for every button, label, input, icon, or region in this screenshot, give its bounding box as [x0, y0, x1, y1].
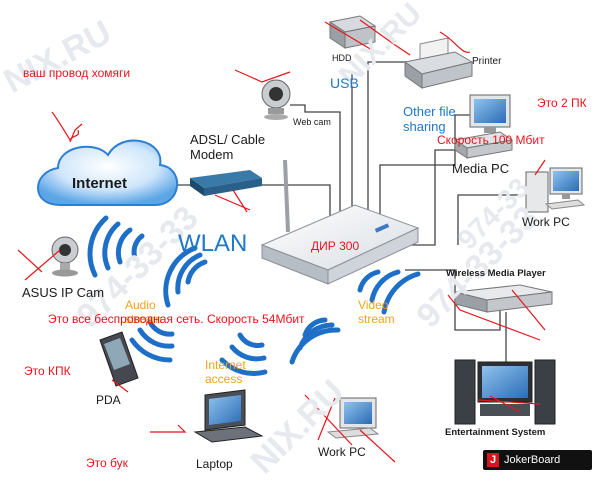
audio-stream-label: Audio stream — [125, 298, 162, 326]
ip-cam-label: ASUS IP Cam — [22, 285, 105, 300]
annotation-two-pcs: Это 2 ПК — [537, 96, 587, 110]
internet-label: Internet — [72, 175, 128, 192]
work-pc-bottom-device — [326, 397, 380, 439]
jokerboard-badge: J JokerBoard — [483, 450, 592, 470]
pda-device — [99, 331, 139, 387]
work-pc-right-device — [525, 167, 586, 213]
video-stream-label: Video stream — [358, 298, 395, 326]
jokerboard-logo-icon: J — [487, 453, 499, 467]
usb-label: USB — [330, 75, 359, 91]
annotation-wires: ваш провод хомяги — [23, 66, 131, 80]
annotation-pda: Это КПК — [24, 364, 71, 378]
hdd-device — [328, 15, 377, 49]
internet-cloud — [37, 139, 178, 206]
pda-label: PDA — [96, 393, 121, 407]
media-pc-device — [453, 94, 514, 159]
entertainment-label: Entertainment System — [445, 427, 546, 438]
annotation-speed-100: Скорость 100 Мбит — [437, 133, 545, 147]
wlan-label: WLAN — [178, 230, 248, 257]
jokerboard-text: JokerBoard — [504, 454, 561, 466]
ip-cam-device — [51, 236, 79, 277]
wireless-router — [260, 159, 420, 285]
webcam-label: Web cam — [293, 117, 331, 127]
entertainment-system-device — [454, 359, 556, 425]
printer-device — [403, 37, 474, 89]
hdd-label: HDD — [332, 53, 352, 63]
internet-access-label: Internet access — [205, 358, 246, 386]
wifi-waves — [87, 215, 421, 376]
modem-label: ADSL/ Cable Modem — [190, 132, 266, 162]
laptop-device — [193, 389, 264, 443]
work-pc-right-label: Work PC — [522, 215, 570, 229]
laptop-label: Laptop — [196, 457, 233, 471]
file-sharing-label: Other file sharing — [403, 104, 456, 134]
annotation-router: ДИР 300 — [311, 239, 360, 253]
red-annotation-marks — [17, 19, 546, 463]
wireless-media-player-device — [454, 284, 553, 313]
printer-label: Printer — [472, 56, 502, 67]
annotation-wireless-54: Это все беспроводная сеть. Скорость 54Мб… — [48, 312, 305, 326]
annotation-laptop: Это бук — [86, 456, 128, 470]
work-pc-bottom-label: Work PC — [318, 445, 366, 459]
media-player-label: Wireless Media Player — [446, 268, 546, 279]
modem-device — [190, 170, 262, 196]
media-pc-label: Media PC — [452, 161, 510, 176]
webcam-device — [261, 79, 291, 120]
